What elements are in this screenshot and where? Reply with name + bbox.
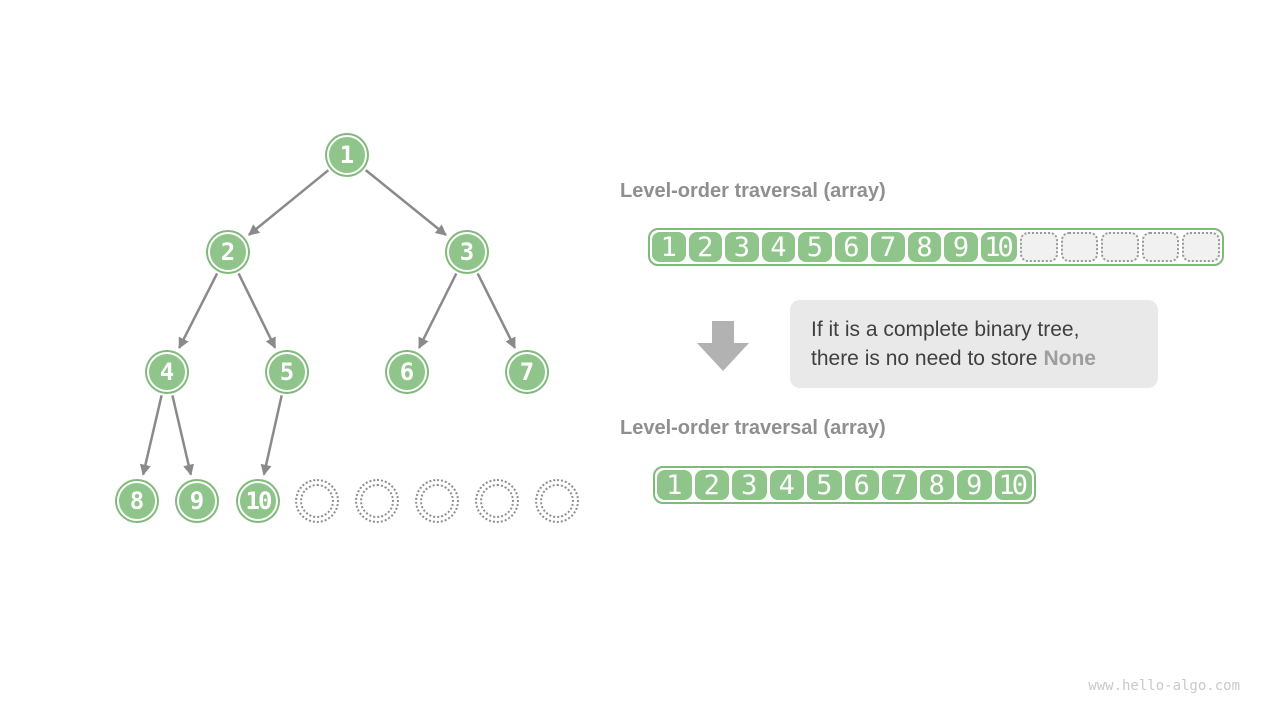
note-line-1: If it is a complete binary tree, [811,318,1080,341]
down-arrow-icon [697,321,749,371]
array-cell: 4 [761,232,796,263]
footer-watermark: www.hello-algo.com [1088,678,1240,694]
none-label: None [1043,347,1096,370]
array-cell: 3 [732,470,767,501]
array-cell: 1 [652,232,686,263]
array-cell: 10 [980,232,1018,263]
tree-node: 5 [267,352,307,392]
array-cell: 9 [957,470,992,501]
array-cell-empty [1182,232,1220,262]
array-cell: 9 [944,232,978,263]
section-label-bottom: Level-order traversal (array) [620,417,886,439]
section-label-top: Level-order traversal (array) [620,180,886,202]
tree-node: 9 [177,481,217,521]
tree-node: 4 [147,352,187,392]
tree-node: 10 [238,481,278,521]
array-cell: 8 [919,470,954,501]
array-cell: 6 [834,232,869,263]
array-cell: 5 [807,470,842,501]
array-cell: 2 [694,470,729,501]
array-cell: 2 [688,232,723,263]
tree-node: 6 [387,352,427,392]
array-cell: 10 [994,470,1032,501]
tree-node-empty [535,479,579,523]
tree-node: 8 [117,481,157,521]
tree-node-empty [295,479,339,523]
tree-node-empty [475,479,519,523]
note-line-2-text: there is no need to store [811,347,1038,370]
tree-node-empty [355,479,399,523]
tree-edges-layer [139,169,517,476]
array-cell-empty [1141,232,1180,262]
tree-node: 2 [208,232,248,272]
note-box: If it is a complete binary tree, there i… [790,300,1158,388]
array-cell: 4 [769,470,804,501]
tree-node: 3 [447,232,487,272]
array-cell: 1 [657,470,692,501]
array-cell: 3 [725,232,759,263]
array-cell: 7 [882,470,917,501]
array-cell-empty [1020,232,1058,262]
array-cell: 6 [844,470,879,501]
tree-node: 7 [507,352,547,392]
array-cell: 7 [871,232,905,263]
array-cell: 5 [798,232,832,263]
array-cell-empty [1101,232,1139,262]
tree-node: 1 [327,135,367,175]
tree-node-empty [415,479,459,523]
array-cell-empty [1060,232,1099,262]
array-cell: 8 [907,232,942,263]
